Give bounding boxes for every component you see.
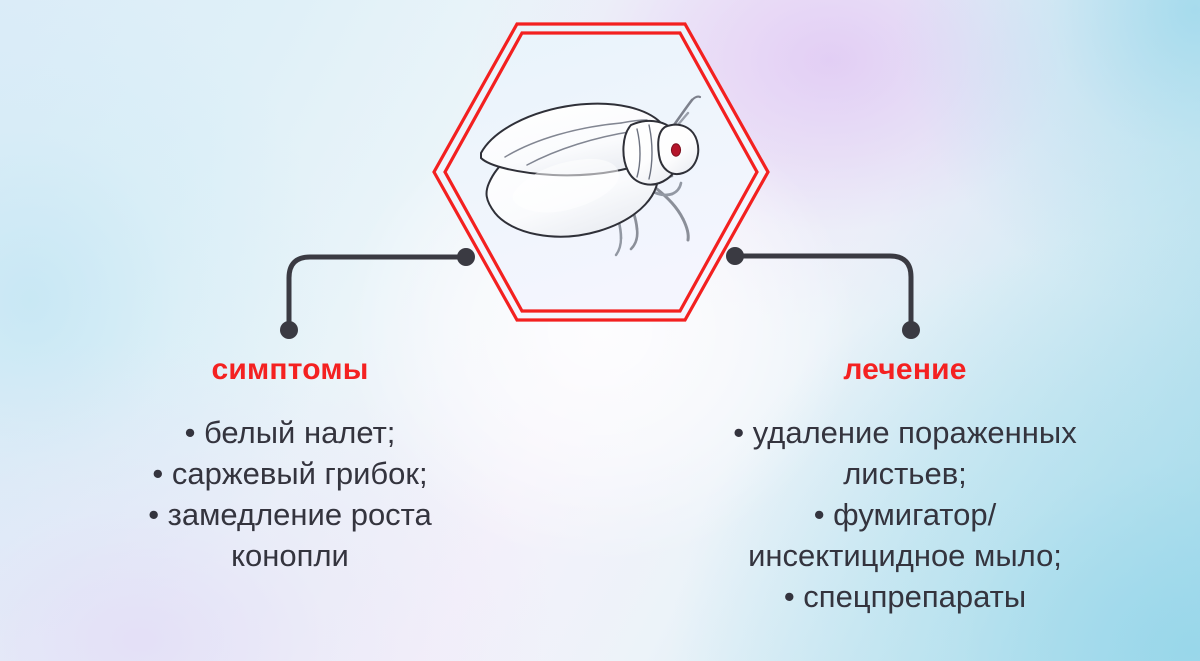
connector-dot-left-bottom [280, 321, 298, 339]
hexagon-badge [431, 21, 771, 323]
list-item: конопли [231, 538, 349, 573]
symptoms-column: симптомы • белый налет; • саржевый грибо… [45, 352, 535, 576]
list-item: • спецпрепараты [783, 579, 1027, 614]
list-item: • белый налет; [184, 415, 396, 450]
list-item: инсектицидное мыло; [748, 538, 1062, 573]
whitefly-eye [670, 143, 682, 157]
whitefly-wing-highlight [512, 158, 619, 213]
whitefly-icon [480, 95, 702, 257]
symptoms-heading: симптомы [211, 353, 369, 386]
treatment-heading: лечение [843, 353, 967, 386]
list-item: • саржевый грибок; [152, 456, 428, 491]
treatment-column: лечение • удаление пораженных листьев; •… [650, 352, 1160, 617]
treatment-list: • удаление пораженных листьев; • фумигат… [650, 412, 1160, 617]
list-item: • замедление роста [148, 497, 432, 532]
list-item: • удаление пораженных [733, 415, 1077, 450]
list-item: • фумигатор/ [813, 497, 997, 532]
hexagon-border-inner [443, 31, 759, 313]
symptoms-list: • белый налет; • саржевый грибок; • заме… [45, 412, 535, 576]
list-item: листьев; [843, 456, 967, 491]
connector-dot-right-bottom [902, 321, 920, 339]
hexagon-border-outer [432, 22, 770, 322]
